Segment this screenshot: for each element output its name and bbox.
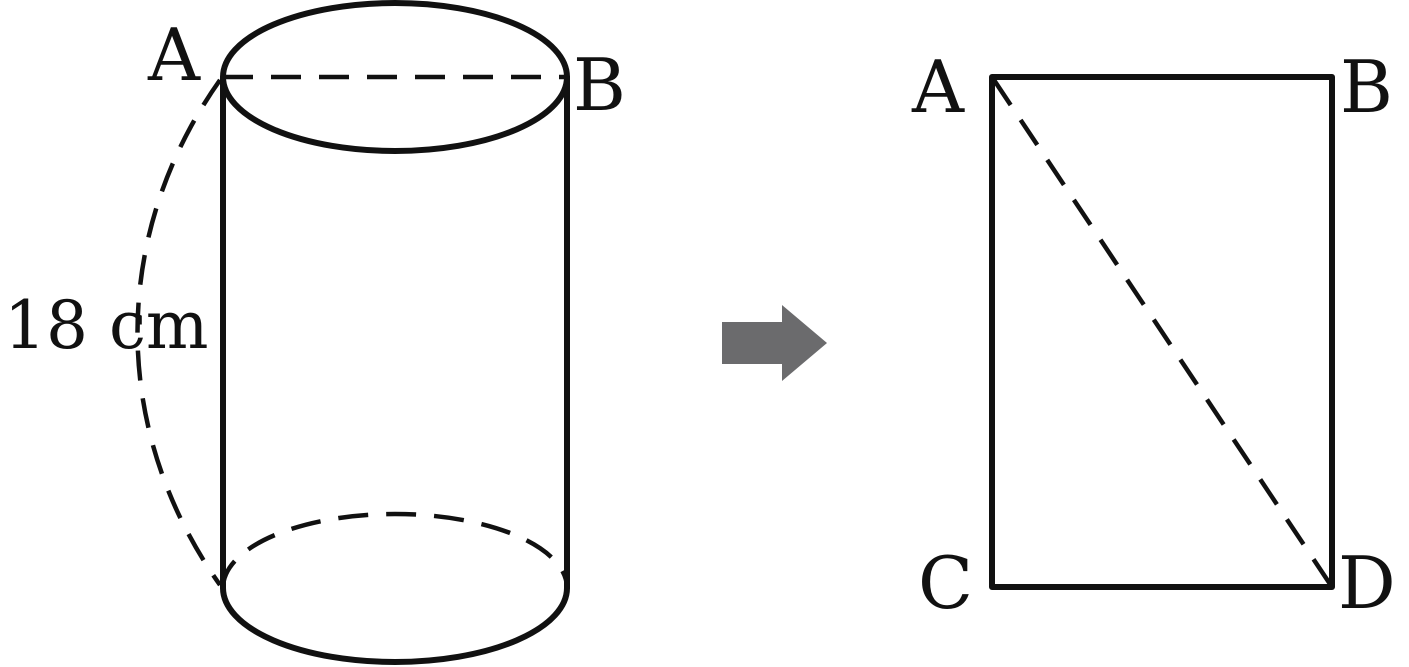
rect-label-d: D (1338, 541, 1396, 625)
height-label: 18 cm (4, 287, 209, 364)
diagonal-ad (992, 78, 1332, 586)
arrow-icon (722, 305, 827, 381)
arrow-shape (722, 305, 827, 381)
rect-label-a: A (911, 45, 965, 129)
cylinder-label-a: A (147, 13, 201, 97)
cylinder-bottom-front-arc (220, 585, 570, 665)
unfolded-rectangle (989, 74, 1335, 590)
cylinder-label-b: B (573, 43, 626, 127)
cylinder-figure: A B 18 cm (4, 0, 626, 665)
rect-label-c: C (918, 541, 973, 625)
rect-label-b: B (1340, 45, 1393, 129)
cylinder-bottom-back-arc (220, 511, 570, 589)
unfolded-rectangle-figure: A B C D (911, 45, 1396, 625)
height-curve (135, 78, 222, 587)
